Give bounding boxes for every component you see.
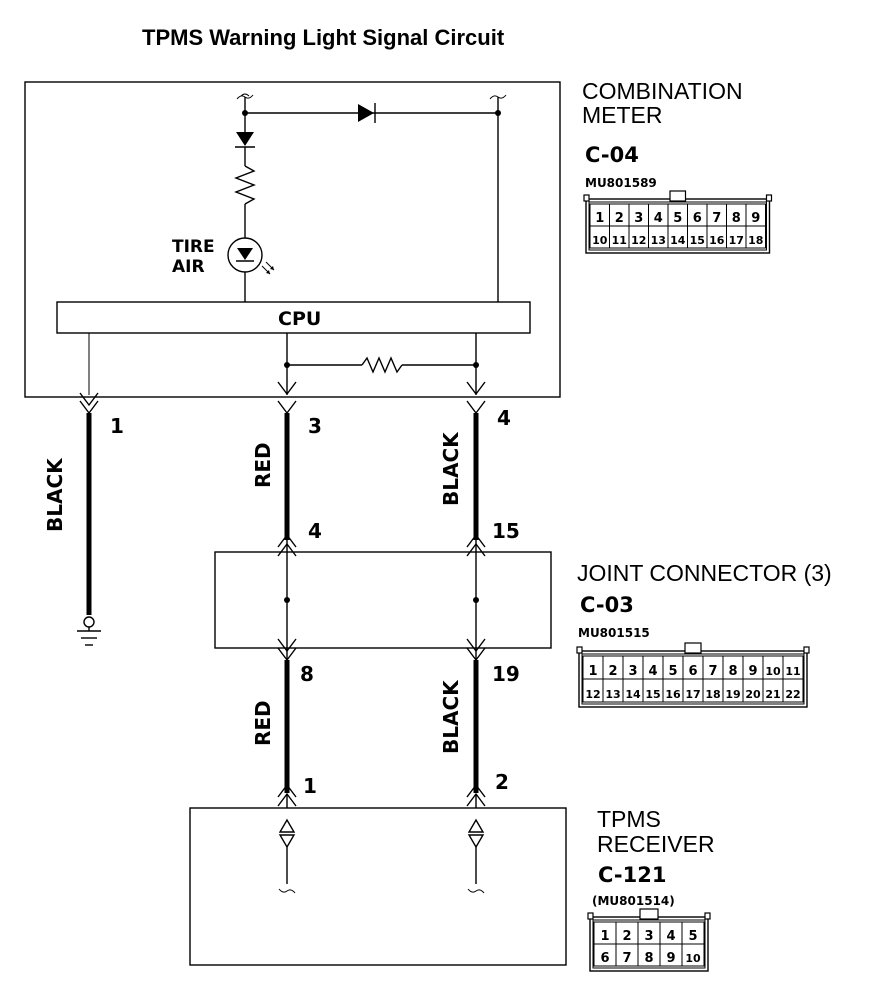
receiver-part-number: (MU801514) [592,894,675,908]
joint-out-pin-19: 19 [492,662,520,686]
pin-label: 17 [685,688,700,701]
pin-label: 2 [622,929,631,944]
pin-label: 10 [685,952,701,965]
pin-label: 7 [708,664,717,679]
pin-label: 12 [631,234,646,247]
pin-label: 14 [625,688,641,701]
pin-label: 10 [592,234,608,247]
pin-label: 5 [673,211,682,226]
wire-color-middle-lower: RED [251,700,275,746]
meter-pin-1: 1 [110,414,124,438]
joint-connector-id: C-03 [580,593,634,617]
pin-label: 6 [693,211,702,226]
tire-air-lamp-icon [227,237,275,275]
cpu-label: CPU [278,308,321,330]
tpms-receiver-box [189,783,567,966]
lamp-label-line1: TIRE [172,237,215,257]
pin-label: 18 [705,688,720,701]
pin-label: 19 [725,688,740,701]
pin-label: 4 [666,929,675,944]
wire-color-right-lower: BLACK [439,679,463,754]
joint-out-pin-8: 8 [300,662,314,686]
pin-cell [745,225,766,249]
cpu-block [56,301,531,334]
pin-label: 7 [712,211,721,226]
pin-label: 16 [709,234,725,247]
meter-name-line2: METER [582,102,663,128]
pin-label: 4 [654,211,663,226]
pin-label: 10 [765,665,781,678]
meter-name-line1: COMBINATION [582,78,743,104]
pin-label: 3 [628,664,637,679]
wire-color-middle-upper: RED [251,442,275,488]
ground-icon [77,616,101,646]
pin-label: 2 [608,664,617,679]
pin-label: 5 [688,929,697,944]
receiver-connector-id: C-121 [598,863,666,887]
pin-label: 3 [634,211,643,226]
pin-label: 8 [644,951,653,966]
pin-label: 9 [748,664,757,679]
pin-label: 8 [732,211,741,226]
pin-label: 17 [729,234,744,247]
diagram-title: TPMS Warning Light Signal Circuit [142,25,505,50]
pin-label: 13 [605,688,620,701]
meter-part-number: MU801589 [585,176,657,190]
pin-label: 15 [645,688,660,701]
pin-label: 11 [612,234,627,247]
meter-pin-4: 4 [497,406,511,430]
receiver-name-line2: RECEIVER [597,831,715,857]
wire-color-right-upper: BLACK [439,431,463,506]
receiver-name-line1: TPMS [597,806,661,832]
pin-label: 21 [765,688,780,701]
pin-label: 13 [651,234,666,247]
pin-label: 6 [600,951,609,966]
receiver-pin-2: 2 [495,770,509,794]
pin-label: 1 [588,664,597,679]
receiver-pin-1: 1 [303,774,317,798]
joint-in-pin-15: 15 [492,519,520,543]
pin-label: 8 [728,664,737,679]
pin-label: 22 [785,688,800,701]
pin-label: 9 [666,951,675,966]
pin-label: 14 [670,234,686,247]
joint-connector-box [214,540,552,660]
pin-label: 3 [644,929,653,944]
pin-label: 18 [748,234,763,247]
pin-label: 11 [785,665,800,678]
meter-connector-id: C-04 [585,143,639,167]
pin-label: 6 [688,664,697,679]
lamp-label-line2: AIR [172,257,205,277]
meter-pin-3: 3 [308,414,322,438]
pin-label: 16 [665,688,681,701]
diode-icon [358,103,376,123]
pin-label: 2 [615,211,624,226]
resistor-icon [361,356,403,374]
resistor-icon [234,165,256,205]
pin-label: 15 [690,234,705,247]
pin-cell [681,943,705,967]
diode-icon [235,132,255,148]
joint-part-number: MU801515 [578,626,650,640]
pin-label: 4 [648,664,657,679]
pin-label: 12 [585,688,600,701]
wire-color-left: BLACK [43,457,67,532]
pin-label: 1 [600,929,609,944]
pin-label: 9 [751,211,760,226]
pin-label: 20 [745,688,761,701]
combination-meter-box: TIRE AIR CPU [24,81,561,398]
pin-label: 7 [622,951,631,966]
pin-label: 5 [668,664,677,679]
pin-cell [782,678,804,703]
pin-label: 1 [595,211,604,226]
joint-connector-name: JOINT CONNECTOR (3) [577,560,832,586]
joint-in-pin-4: 4 [308,519,322,543]
